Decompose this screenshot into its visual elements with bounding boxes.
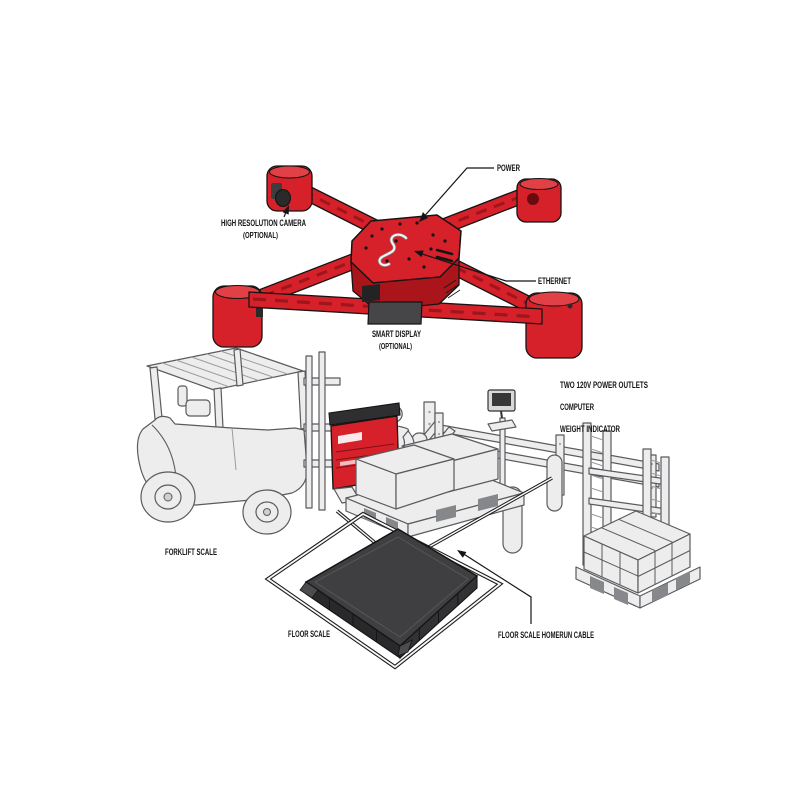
dimensioner-hub — [350, 214, 462, 311]
utility-labels: TWO 120V POWER OUTLETS COMPUTER WEIGHT I… — [560, 380, 648, 434]
staged-pallet-load — [575, 510, 701, 609]
floor-scale-area: FLOOR SCALE FLOOR SCALE HOMERUN CABLE — [264, 476, 594, 670]
cable-perimeter-loop — [264, 511, 504, 670]
label-computer: COMPUTER — [560, 402, 594, 412]
homerun-cable-callout: FLOOR SCALE HOMERUN CABLE — [457, 550, 594, 640]
corner-pod-top-right — [516, 178, 562, 223]
camera-lens — [275, 189, 291, 207]
smart-display-panel — [367, 301, 423, 325]
label-ethernet: ETHERNET — [538, 276, 571, 286]
label-smart-display: SMART DISPLAY — [372, 329, 421, 339]
hub-fasteners — [364, 221, 447, 269]
monitor-screen — [492, 393, 511, 406]
forklift: FORKLIFT SCALE — [136, 347, 525, 557]
indicator-stand — [487, 389, 517, 507]
forklift-wheels — [140, 471, 292, 535]
label-forklift-scale: FORKLIFT SCALE — [165, 547, 217, 557]
label-two-120v-power-outlets: TWO 120V POWER OUTLETS — [560, 380, 648, 390]
pallet-rack — [582, 422, 670, 572]
label-camera-optional: (OPTIONAL) — [243, 231, 278, 240]
dimensioner-callouts: POWER ETHERNET HIGH RESOLUTION CAMERA (O… — [221, 163, 571, 351]
label-floor-scale-homerun-cable: FLOOR SCALE HOMERUN CABLE — [498, 630, 594, 640]
keyboard-tray — [487, 419, 517, 432]
corner-pod-bottom-right — [525, 291, 583, 359]
label-smart-display-optional: (OPTIONAL) — [379, 342, 412, 351]
power-cable-coil — [377, 233, 408, 267]
forklift-pallet-load — [345, 433, 525, 538]
corner-pod-top-left — [266, 165, 313, 212]
homerun-cable — [335, 476, 553, 553]
label-floor-scale: FLOOR SCALE — [288, 629, 330, 639]
guard-rail-and-rack: TWO 120V POWER OUTLETS COMPUTER WEIGHT I… — [404, 380, 670, 572]
label-weight-indicator: WEIGHT INDICATOR — [560, 424, 620, 434]
forklift-mast — [303, 351, 341, 511]
label-power: POWER — [497, 163, 520, 173]
floor-scale-platform — [299, 528, 479, 660]
label-high-resolution-camera: HIGH RESOLUTION CAMERA — [221, 218, 306, 228]
overhead-dimensioner: POWER ETHERNET HIGH RESOLUTION CAMERA (O… — [212, 163, 583, 359]
